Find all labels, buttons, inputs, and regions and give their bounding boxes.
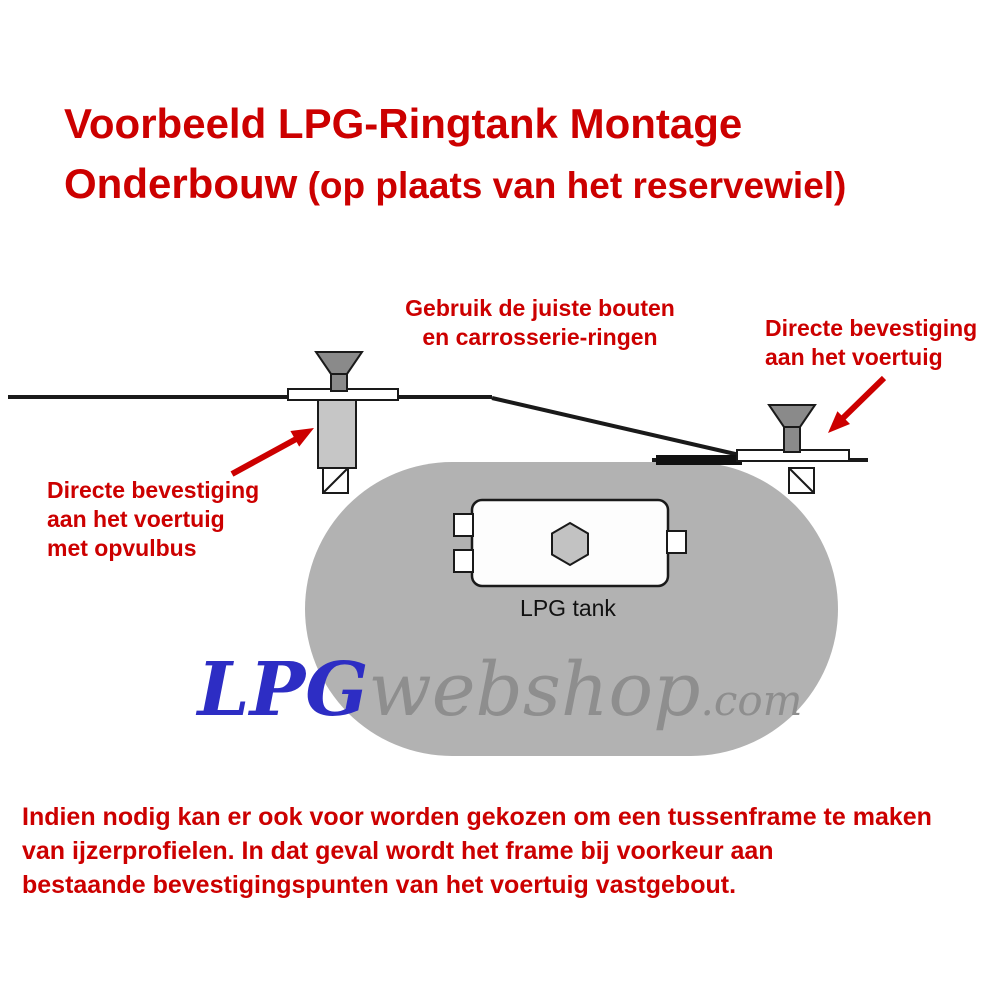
annotation-bolts-line-1: Gebruik de juiste bouten bbox=[405, 295, 675, 321]
lpg-tank-label: LPG tank bbox=[520, 595, 616, 621]
right-bolt-icon bbox=[767, 404, 817, 453]
annotation-direct-right-line-1: Directe bevestiging bbox=[765, 315, 978, 341]
arrow-right-icon bbox=[828, 375, 887, 433]
title-line-2-paren: (op plaats van het reservewiel) bbox=[297, 165, 847, 206]
annotation-direct-left-line-3: met opvulbus bbox=[47, 535, 197, 561]
left-bolt-head bbox=[314, 351, 364, 375]
multivalve-tab-left-top bbox=[453, 513, 474, 537]
left-bracket-gusset bbox=[322, 467, 349, 494]
annotation-bolts-line-2: en carrosserie-ringen bbox=[422, 324, 658, 350]
title-line-2-main: Onderbouw bbox=[64, 160, 298, 207]
arrow-right-head bbox=[828, 411, 850, 433]
multivalve-tab-right bbox=[666, 530, 687, 554]
right-bolt-head bbox=[767, 404, 817, 428]
page-title: Voorbeeld LPG-Ringtank Montage Onderbouw… bbox=[64, 94, 846, 216]
right-bracket-gusset bbox=[788, 467, 815, 494]
title-line-2: Onderbouw (op plaats van het reservewiel… bbox=[64, 154, 846, 216]
vehicle-floor-diagonal-line bbox=[491, 396, 758, 461]
annotation-direct-right: Directe bevestiging aan het voertuig bbox=[765, 314, 977, 372]
arrow-left-head bbox=[290, 428, 314, 447]
annotation-direct-right-line-2: aan het voertuig bbox=[765, 344, 943, 370]
arrow-left-shaft bbox=[230, 435, 300, 477]
footer-line-2: van ijzerprofielen. In dat geval wordt h… bbox=[22, 837, 774, 865]
right-bolt-shaft bbox=[783, 425, 801, 453]
spacer-column bbox=[317, 397, 357, 469]
annotation-bolts: Gebruik de juiste bouten en carrosserie-… bbox=[340, 294, 740, 352]
footer-line-1: Indien nodig kan er ook voor worden geko… bbox=[22, 803, 932, 831]
annotation-direct-left: Directe bevestiging aan het voertuig met… bbox=[47, 476, 259, 563]
footer-line-3: bestaande bevestigingspunten van het voe… bbox=[22, 871, 737, 899]
left-bolt-icon bbox=[314, 351, 364, 392]
lpg-tank-body bbox=[305, 462, 838, 756]
multivalve-plate bbox=[453, 498, 687, 588]
frame-bar bbox=[656, 455, 742, 465]
arrow-left-icon bbox=[230, 428, 314, 477]
right-bracket bbox=[788, 467, 815, 494]
left-bracket bbox=[322, 467, 349, 494]
multivalve-tab-left-bottom bbox=[453, 549, 474, 573]
annotation-direct-left-line-2: aan het voertuig bbox=[47, 506, 225, 532]
hex-nut-icon bbox=[551, 521, 589, 567]
arrow-right-shaft bbox=[839, 375, 887, 422]
title-line-1: Voorbeeld LPG-Ringtank Montage bbox=[64, 100, 743, 147]
annotation-direct-left-line-1: Directe bevestiging bbox=[47, 477, 260, 503]
footer-text: Indien nodig kan er ook voor worden geko… bbox=[22, 800, 932, 902]
